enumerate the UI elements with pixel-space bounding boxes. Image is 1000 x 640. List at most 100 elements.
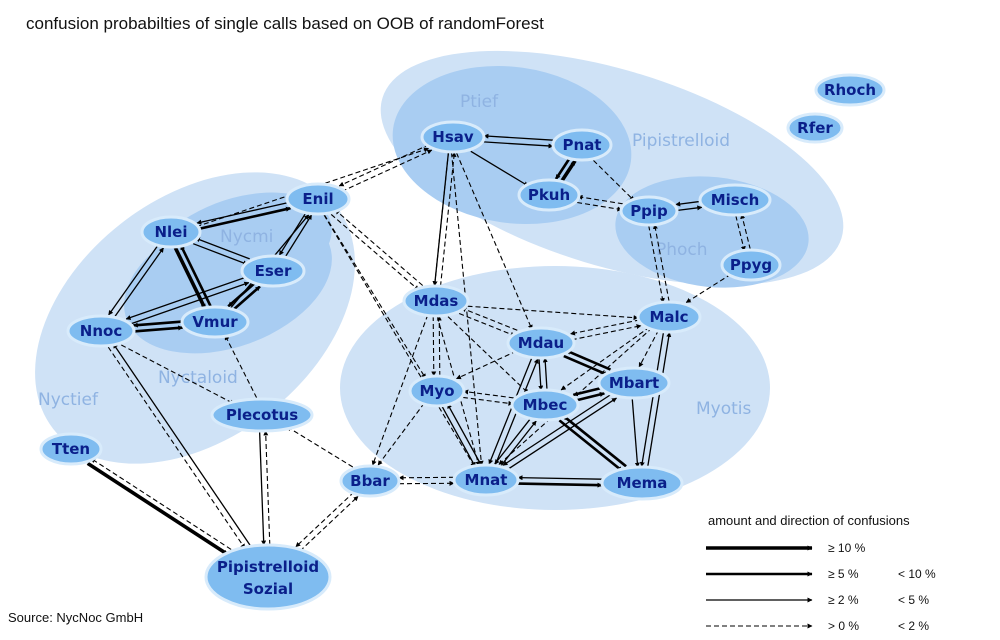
node-plecotus-label: Plecotus	[226, 406, 298, 424]
edge-vmur-to-nlei	[179, 244, 212, 307]
node-vmur-shape	[180, 305, 250, 339]
edge-mbart-to-mbec	[572, 386, 604, 397]
node-bbar-shape	[339, 464, 401, 498]
node-rhoch-shape	[814, 73, 886, 107]
node-nnoc-label: Nnoc	[80, 322, 122, 340]
node-rfer-shape	[786, 112, 844, 144]
node-mdas-shape	[402, 284, 470, 318]
legend-label-2: ≥ 2 %	[828, 593, 859, 607]
node-malc-shape	[636, 300, 702, 334]
edge-pnat-to-ppip	[593, 160, 635, 202]
edge-mdau-to-mbart	[563, 354, 609, 377]
edge-mdas-to-mbec	[447, 316, 530, 394]
diagram-title: confusion probabilties of single calls b…	[26, 14, 544, 33]
node-mnat-shape	[452, 463, 520, 497]
edge-ppyg-to-misch	[740, 213, 751, 250]
edge-nnoc-to-nlei	[112, 247, 165, 319]
node-rhoch: Rhoch	[814, 73, 886, 107]
edge-mnat-to-mbart	[505, 397, 617, 471]
edge-mbec-to-mnat	[494, 416, 533, 465]
legend: amount and direction of confusions ≥ 10 …	[706, 513, 936, 633]
node-enil: Enil	[285, 182, 351, 216]
node-ppip-shape	[619, 195, 679, 227]
node-mema: Mema	[600, 465, 684, 501]
edge-myo-to-bbar	[377, 402, 425, 466]
source-note: Source: NycNoc GmbH	[8, 610, 144, 625]
edge-mbart-to-mnat	[502, 392, 614, 466]
edge-enil-to-mnat	[323, 214, 476, 468]
edge-nnoc-to-pipsoz	[107, 346, 246, 549]
edge-mdau-to-mbec	[538, 358, 544, 391]
node-pnat-label: Pnat	[563, 136, 602, 154]
edge-eser-to-nlei	[194, 237, 250, 260]
node-mema-shape	[600, 465, 684, 501]
node-ppyg-label: Ppyg	[730, 256, 772, 274]
node-mnat: Mnat	[452, 463, 520, 497]
edge-mbec-to-mbart	[574, 392, 605, 402]
node-mbec: Mbec	[510, 388, 580, 422]
edge-mnat-to-mema	[517, 482, 603, 488]
edge-nlei-to-nnoc	[108, 244, 160, 316]
node-myo-shape	[408, 374, 466, 408]
group-label-nyctief: Nyctief	[38, 390, 99, 410]
node-mbart-label: Mbart	[609, 374, 659, 392]
node-vmur-label: Vmur	[192, 313, 238, 331]
edge-enil-to-hsav	[341, 149, 433, 192]
legend-label-5: ≥ 5 %	[828, 567, 859, 581]
node-myo: Myo	[408, 374, 466, 408]
node-mdau-shape	[506, 326, 576, 360]
node-hsav: Hsav	[420, 120, 486, 154]
group-label-pipistrelloid: Pipistrelloid	[632, 131, 730, 151]
edge-mnat-to-bbar	[398, 475, 455, 481]
node-rfer: Rfer	[786, 112, 844, 144]
edge-mdau-to-mnat	[488, 356, 533, 465]
edge-ppip-to-misch	[676, 205, 703, 212]
group-label-nycmi: Nycmi	[220, 227, 273, 247]
edge-nlei-to-enil	[198, 206, 291, 231]
group-label-phoch: Phoch	[656, 240, 708, 260]
edge-hsav-to-mnat	[450, 152, 484, 466]
edge-misch-to-ppip	[675, 200, 702, 207]
edge-mema-to-mbec	[562, 414, 627, 468]
group-label-ptief: Ptief	[460, 92, 499, 112]
edge-ppyg-to-malc	[685, 273, 732, 303]
node-nlei-shape	[140, 215, 202, 249]
node-plecotus: Plecotus	[210, 397, 314, 433]
node-mbart: Mbart	[597, 366, 671, 400]
node-enil-label: Enil	[302, 190, 333, 208]
edge-plecotus-to-pipsoz	[258, 431, 267, 546]
edge-eser-to-nnoc	[125, 276, 248, 320]
node-plecotus-shape	[210, 397, 314, 433]
edge-mdas-to-malc	[467, 305, 639, 321]
edge-mdau-to-malc	[571, 324, 642, 341]
edge-mbart-to-mdau	[565, 349, 612, 371]
edge-eser-to-enil	[283, 214, 313, 259]
edge-malc-to-mbart	[638, 329, 660, 368]
node-ppyg-shape	[720, 248, 782, 282]
edge-hsav-to-pnat	[483, 141, 554, 149]
node-enil-shape	[285, 182, 351, 216]
node-hsav-shape	[420, 120, 486, 154]
edge-mdas-to-bbar	[371, 314, 429, 466]
node-malc: Malc	[636, 300, 702, 334]
node-pipsoz-shape	[204, 543, 332, 611]
node-mdau: Mdau	[506, 326, 576, 360]
node-tten-shape	[39, 432, 103, 466]
node-nlei: Nlei	[140, 215, 202, 249]
node-mdas-label: Mdas	[414, 292, 459, 310]
edge-malc-to-mema	[639, 331, 665, 468]
node-ppyg: Ppyg	[720, 248, 782, 282]
edge-hsav-to-enil	[338, 144, 430, 187]
node-mdas: Mdas	[402, 284, 470, 318]
edge-malc-to-ppip	[652, 223, 670, 302]
group-label-nyctaloid: Nyctaloid	[158, 368, 238, 388]
edge-mbec-to-mdau	[542, 357, 548, 390]
edge-nlei-to-eser	[192, 243, 249, 266]
edge-mdas-to-enil	[334, 209, 424, 286]
node-mbart-shape	[597, 366, 671, 400]
edge-misch-to-ppyg	[735, 215, 746, 252]
